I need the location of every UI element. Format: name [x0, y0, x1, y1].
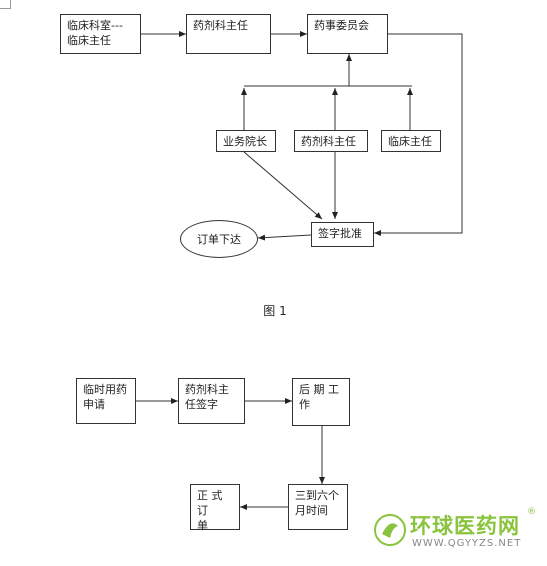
node-temp-drug-application: 临时用药 申请	[76, 378, 136, 424]
node-follow-up-work: 后 期 工 作	[292, 378, 350, 426]
node-pharmacy-director-sign: 药剂科主 任签字	[178, 378, 245, 424]
line-committee-to-sign	[374, 33, 463, 236]
node-business-dean: 业务院长	[216, 130, 276, 152]
watermark-registered: ®	[527, 507, 536, 517]
node-pharmacy-director-mid: 药剂科主任	[294, 130, 368, 152]
corner-mark	[0, 0, 11, 9]
arrow-sign-to-order	[257, 234, 312, 241]
node-clinical-director: 临床主任	[381, 130, 441, 152]
watermark-logo	[374, 514, 406, 546]
arrow-dean-to-sign	[243, 151, 323, 220]
node-order-issue: 订单下达	[180, 220, 258, 258]
figure1-caption: 图 1	[263, 304, 287, 318]
watermark-brand: 环球医药网	[410, 514, 520, 538]
watermark-url: WWW.QGYYZS.NET	[412, 538, 522, 549]
node-clinical-dept: 临床科室--- 临床主任	[60, 14, 141, 54]
node-pharmacy-committee: 药事委员会	[307, 14, 388, 54]
node-pharmacy-director-top: 药剂科主任	[186, 14, 271, 54]
node-three-to-six-months: 三到六个 月时间	[288, 484, 348, 530]
node-formal-order: 正 式 订 单	[190, 484, 240, 532]
node-sign-approve: 签字批准	[311, 222, 374, 247]
